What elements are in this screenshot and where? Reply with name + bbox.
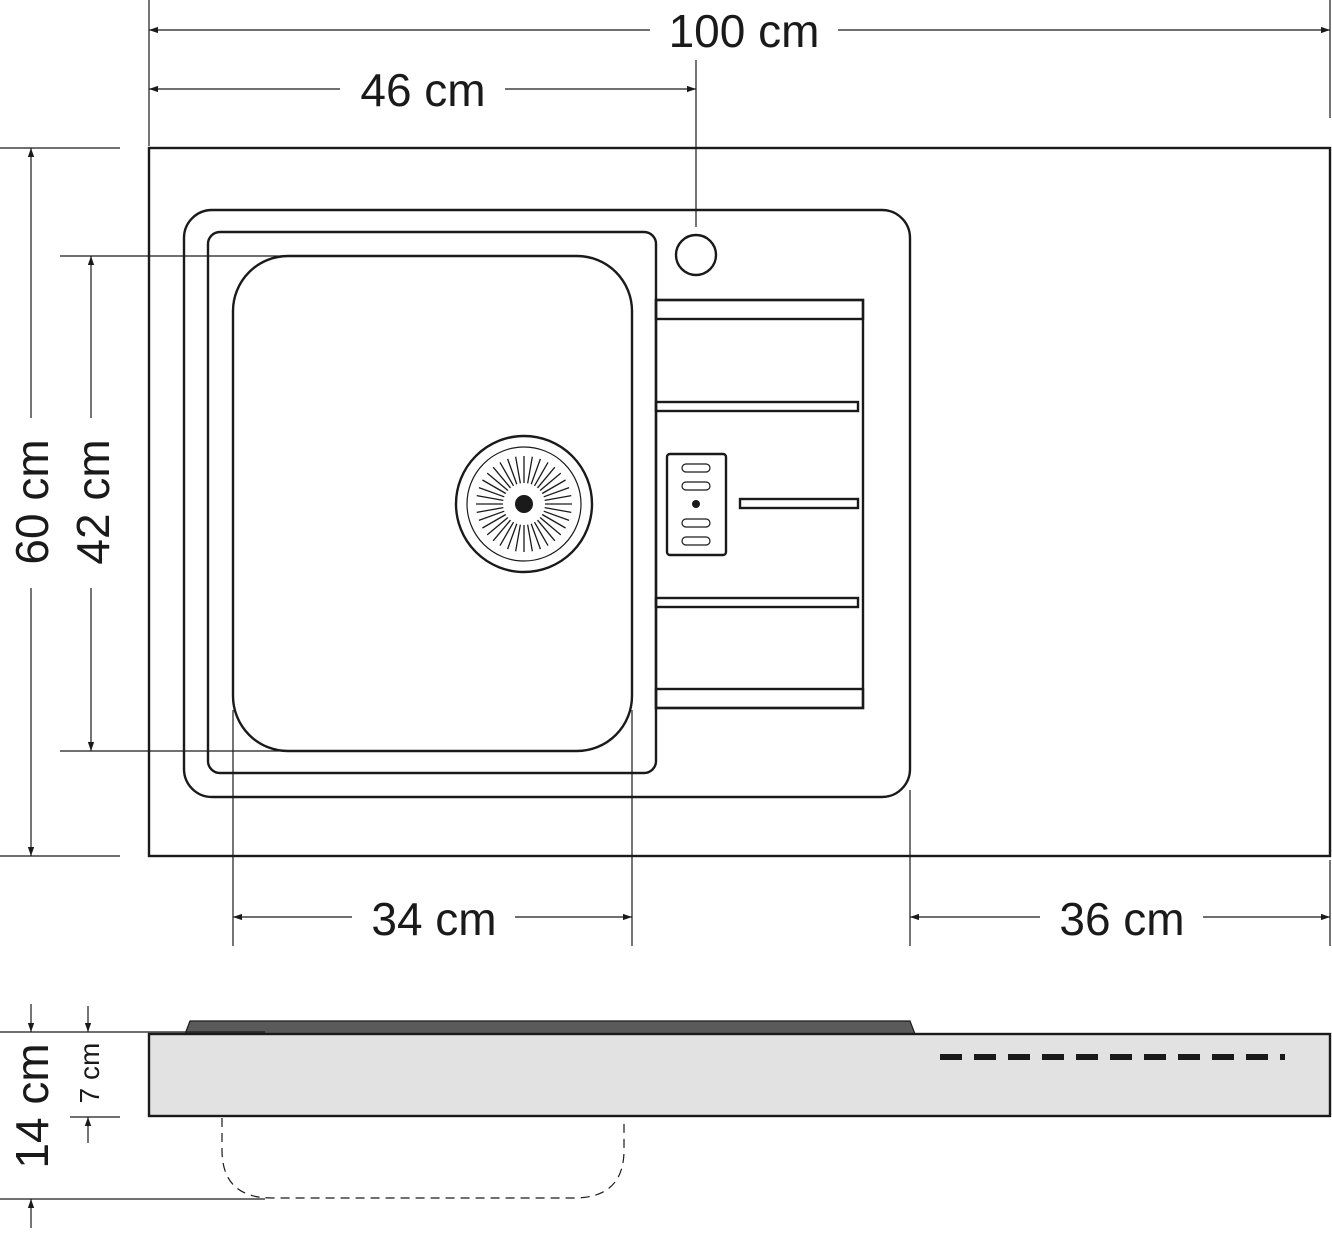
dimension-right-space: 36 cm [910,893,1330,945]
label-bowl-width: 34 cm [371,893,496,945]
strainer-slot [515,456,521,484]
strainer-slot [544,507,572,513]
strainer-slot [541,479,566,495]
overflow-plate [665,452,728,557]
strainer-slot [543,486,570,498]
bowl-inner [231,254,634,753]
dimension-faucet-offset: 46 cm [149,64,696,116]
strainer-slot [541,513,566,529]
label-total-width: 100 cm [669,5,820,57]
dimension-bowl-depth: 42 cm [67,256,119,751]
strainer-slot [539,472,562,491]
countertop-side [147,1032,1332,1118]
strainer-slot [486,472,509,491]
dimension-total-depth: 60 cm [6,148,58,856]
hidden-bowl-outline [221,1118,625,1199]
strainer-slot [482,513,507,529]
strainer-slot [530,523,542,550]
strainer-slot [476,507,504,513]
strainer-slot [492,466,511,489]
strainer-slot [533,521,549,546]
drainboard [654,298,865,710]
strainer-slot [478,486,505,498]
strainer-slot [515,524,521,552]
strainer-slot [506,458,518,485]
strainer-slot [478,510,505,522]
label-total-depth: 60 cm [6,439,58,564]
label-bowl-depth: 42 cm [67,439,119,564]
label-total-height: 14 cm [6,1043,58,1168]
strainer-slot [530,458,542,485]
strainer-slot [543,510,570,522]
strainer-slot [537,519,556,542]
strainer-slot [527,524,533,552]
strainer-slot [499,462,515,487]
strainer-slot [527,456,533,484]
top-view: 100 cm 46 cm 60 cm 42 cm 34 cm [0,0,1332,946]
faucet-hole [674,233,718,277]
drain-strainer-icon [454,434,594,574]
strainer-slot [499,521,515,546]
dimension-bowl-width: 34 cm [233,893,632,945]
countertop-outline [147,146,1332,858]
dimension-total-height: 14 cm [6,1004,58,1228]
side-view: 14 cm 7 cm [0,1004,1332,1228]
strainer-slot [539,517,562,536]
strainer-slot [533,462,549,487]
strainer-slot [506,523,518,550]
dimension-total-width: 100 cm [149,5,1330,57]
dimension-countertop-height: 7 cm [74,1006,105,1143]
strainer-slot [476,495,504,501]
strainer-slot [544,495,572,501]
bowl-rim [206,230,658,775]
sink-rim-side [184,1020,916,1035]
strainer-slot [486,517,509,536]
strainer-slot [492,519,511,542]
label-right-space: 36 cm [1059,893,1184,945]
sink-flange [182,208,912,799]
strainer-slot [482,479,507,495]
extension-lines [0,0,1331,946]
strainer-slot [537,466,556,489]
label-faucet-offset: 46 cm [360,64,485,116]
label-countertop-height: 7 cm [74,1043,105,1104]
